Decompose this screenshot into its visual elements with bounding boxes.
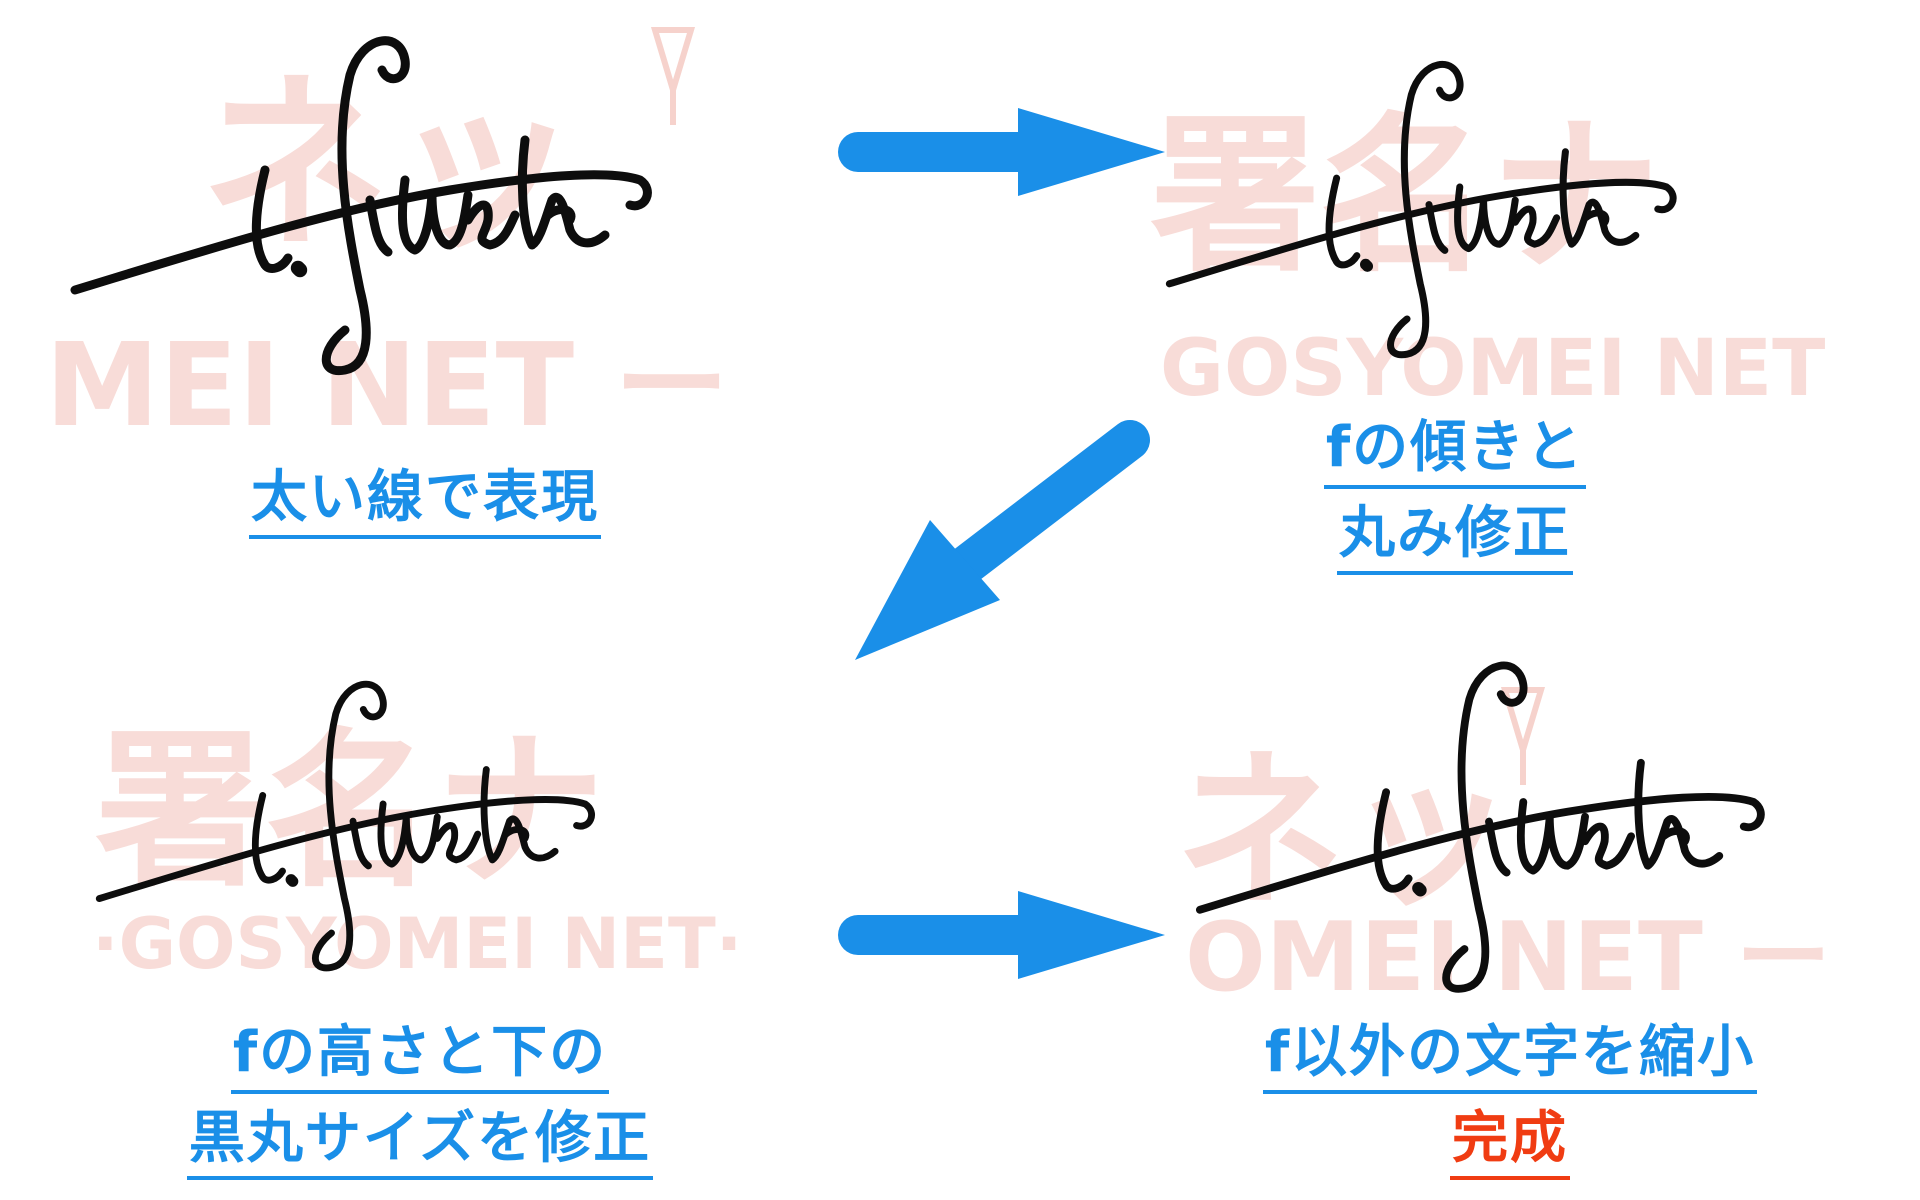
watermark-step2-bottom: GOSYOMEI NET: [1160, 324, 1825, 414]
signature-stroke: [70, 170, 652, 295]
caption-step2-line2: 丸み修正: [1337, 497, 1573, 575]
caption-step4: f以外の文字を縮小 完成: [1150, 1010, 1870, 1182]
arrow-right-top: [838, 108, 1165, 196]
signature-stroke: [480, 766, 559, 864]
signature-stroke: [1454, 183, 1519, 253]
watermark-step3-top: 署名ナ: [95, 713, 605, 911]
watermark-step3: 署名ナ ·GOSYOMEI NET·: [92, 713, 742, 985]
pen-nib-logo: [650, 27, 696, 125]
signature-stroke: [397, 175, 473, 255]
signature-stroke: [365, 195, 393, 257]
signature-stroke: [251, 165, 293, 273]
signature-stroke: [1659, 827, 1690, 846]
watermark-step4: ネッ OMEI NET ー: [1175, 687, 1831, 1013]
signature-stroke: [1195, 792, 1765, 914]
signature-step4: [1195, 661, 1765, 993]
watermark-step1-bottom: MEI NET ー: [45, 319, 729, 453]
signature-stroke: [1412, 881, 1427, 897]
signature-stroke: [321, 36, 410, 376]
signature-stroke: [1442, 661, 1528, 993]
signature-stroke: [1485, 817, 1511, 877]
arrow-right-bottom: [838, 891, 1165, 979]
signature-stroke: [1634, 758, 1724, 870]
signature-stroke: [502, 825, 530, 842]
caption-step1: 太い線で表現: [150, 455, 700, 541]
signature-stroke: [377, 800, 441, 868]
signature-step3: [95, 680, 595, 972]
signature-step1: [70, 36, 652, 376]
signature-stroke: [543, 205, 576, 225]
signature-stroke: [1325, 174, 1361, 269]
signature-stroke: [251, 791, 286, 884]
signature-stroke: [1516, 798, 1589, 875]
caption-step4-line1: f以外の文字を縮小: [1262, 1016, 1758, 1094]
caption-step2: fの傾きと 丸み修正: [1230, 405, 1680, 577]
caption-step1-line1: 太い線で表現: [249, 461, 601, 539]
caption-step3-line2: 黒丸サイズを修正: [186, 1102, 654, 1180]
watermark-step3-bottom: ·GOSYOMEI NET·: [92, 903, 742, 985]
caption-step3-line1: fの高さと下の: [230, 1016, 610, 1094]
signature-stroke: [1165, 178, 1677, 288]
signature-stroke: [1425, 201, 1449, 254]
signature-stroke: [1387, 60, 1464, 359]
signature-stroke: [517, 135, 610, 250]
signature-stroke: [285, 874, 299, 887]
signature-stroke: [312, 680, 387, 972]
signature-stroke: [349, 817, 372, 870]
caption-step2-line1: fの傾きと: [1323, 411, 1587, 489]
signature-stroke: [1581, 822, 1636, 870]
signature-stroke: [290, 260, 308, 278]
signature-stroke: [1360, 258, 1374, 272]
caption-step4-complete: 完成: [1450, 1102, 1570, 1180]
signature-stroke: [95, 796, 595, 903]
signature-stroke: [1373, 788, 1413, 893]
caption-step3: fの高さと下の 黒丸サイズを修正: [80, 1010, 760, 1182]
signature-stroke: [1511, 205, 1561, 248]
watermark-step4-bottom: OMEI NET ー: [1185, 903, 1831, 1013]
signature-stroke: [463, 200, 520, 250]
signature-stroke: [433, 822, 482, 864]
arrow-down-left: [855, 420, 1150, 660]
signature-stroke: [1559, 148, 1640, 248]
signature-step2: [1165, 60, 1677, 359]
signature-stroke: [1582, 209, 1610, 226]
